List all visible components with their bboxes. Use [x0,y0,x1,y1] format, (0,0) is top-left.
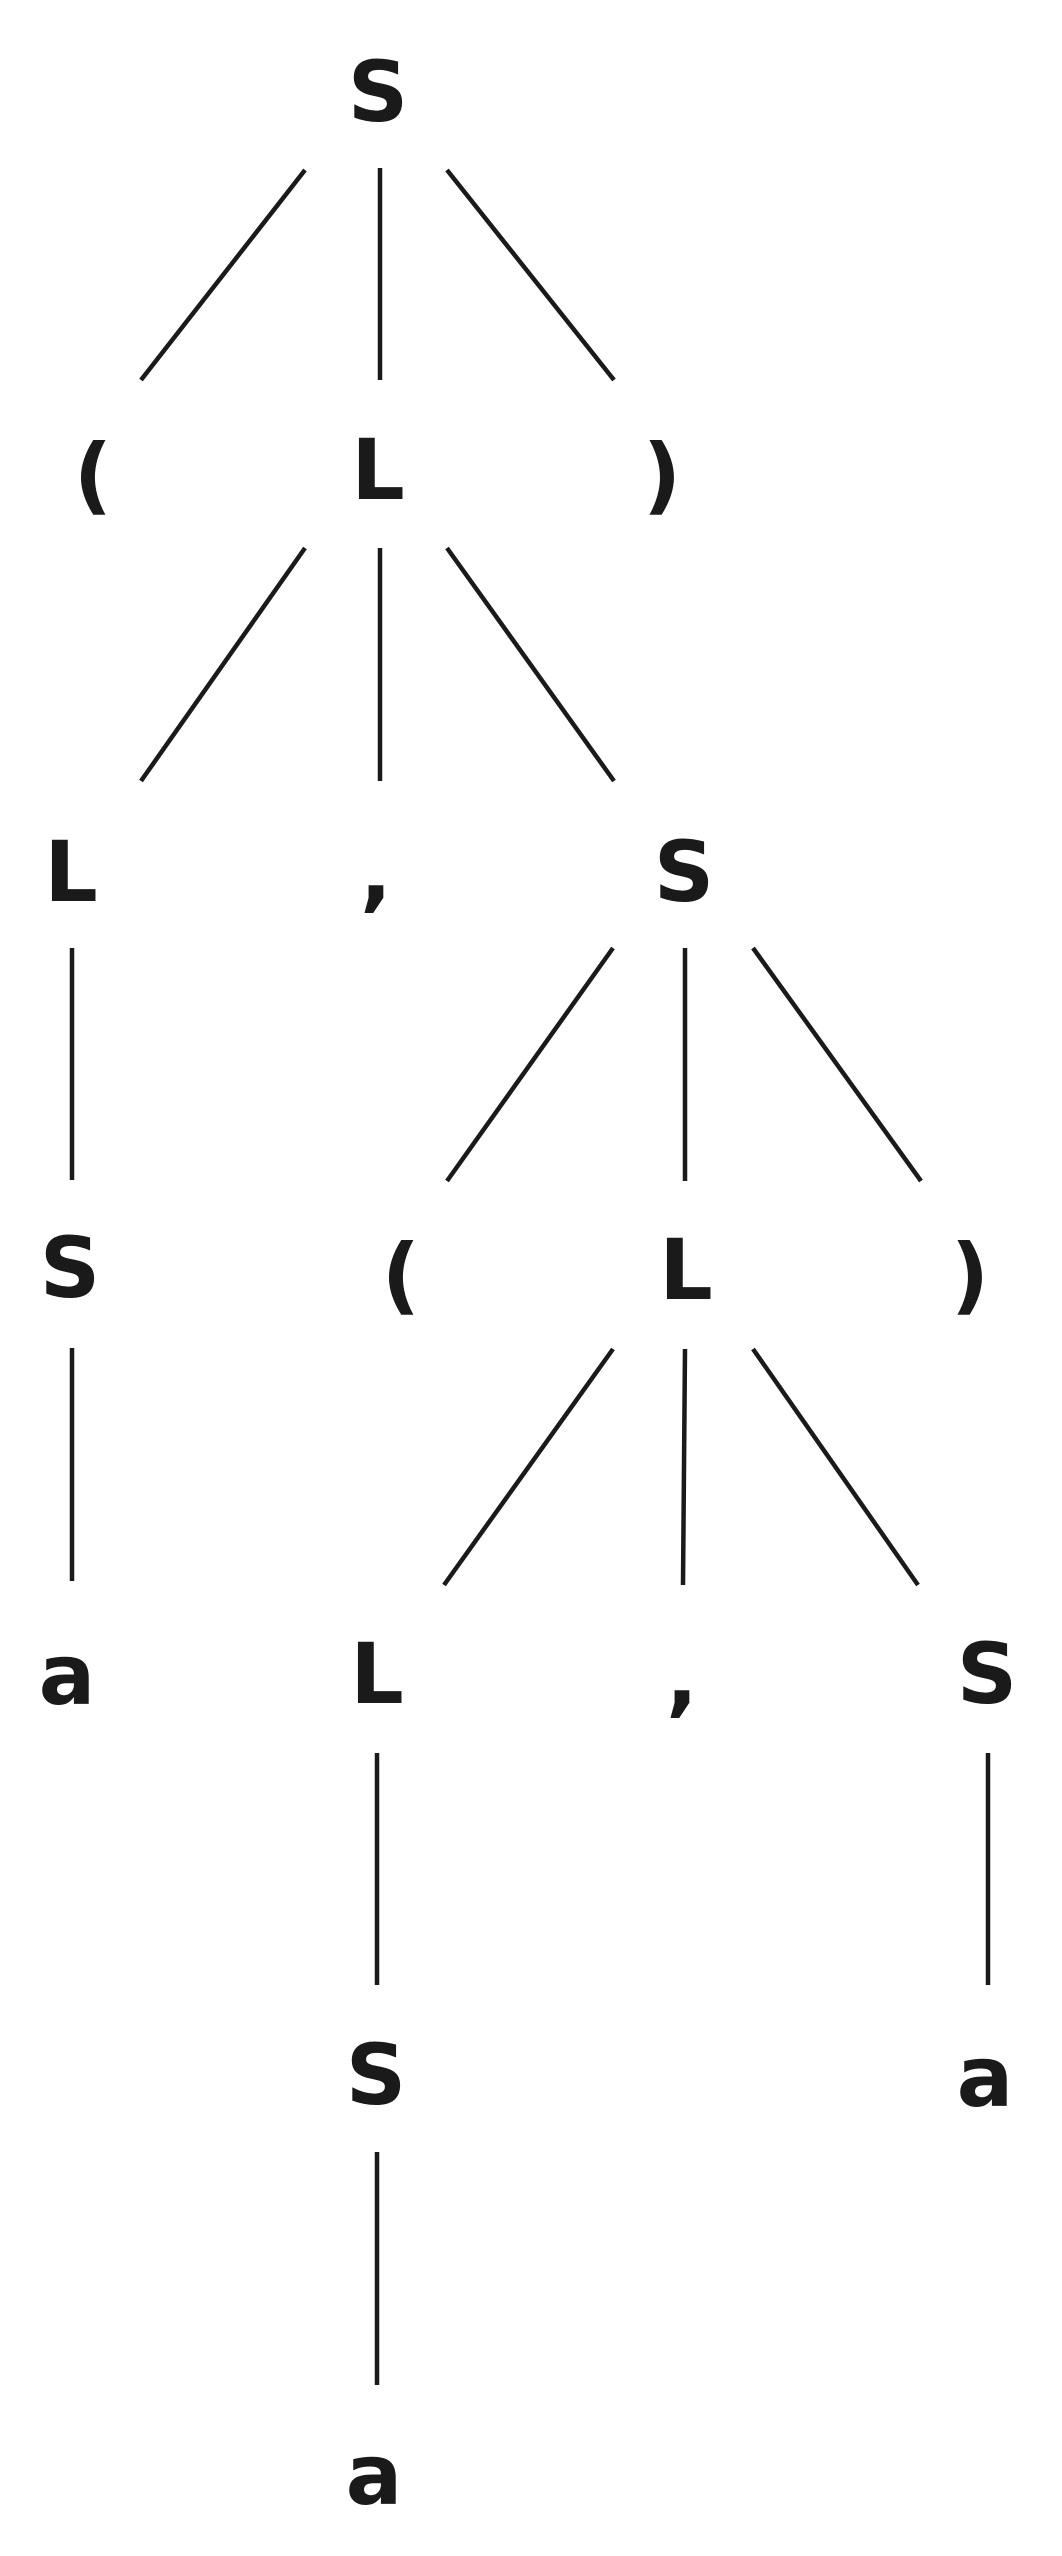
tree-node-label: L [659,1221,713,1319]
tree-node-label: ) [951,1226,989,1324]
tree-edge-n6-n10 [751,946,923,1183]
tree-node-label: a [957,2028,1014,2126]
tree-node-label: a [346,2426,403,2524]
tree-edge-n9-n12 [442,1347,615,1587]
tree-node-label: L [350,1625,404,1723]
tree-node-label: S [957,1625,1018,1723]
tree-node-label: , [360,823,392,921]
tree-node-label: L [44,823,98,921]
tree-node-label: ( [74,426,112,524]
tree-node-label: S [346,2026,407,2124]
tree-node-label: ( [382,1226,420,1324]
tree-node-label: S [40,1219,101,1317]
tree-edge-n9-n14 [751,1347,920,1587]
tree-edge-n0-n1 [139,168,307,382]
tree-edge-n2-n6 [445,546,616,783]
tree-edge-n0-n3 [445,168,616,382]
tree-edge-n2-n4 [139,546,307,783]
tree-node-label: S [348,43,409,141]
tree-node-label: S [654,823,715,921]
parse-tree-edges [69,168,991,2385]
tree-edge-n6-n8 [445,946,615,1183]
tree-edge-n9-n13 [680,1348,688,1586]
tree-node-label: , [666,1628,698,1726]
tree-node-label: a [39,1626,96,1724]
tree-node-label: L [351,421,405,519]
tree-node-label: ) [643,426,681,524]
